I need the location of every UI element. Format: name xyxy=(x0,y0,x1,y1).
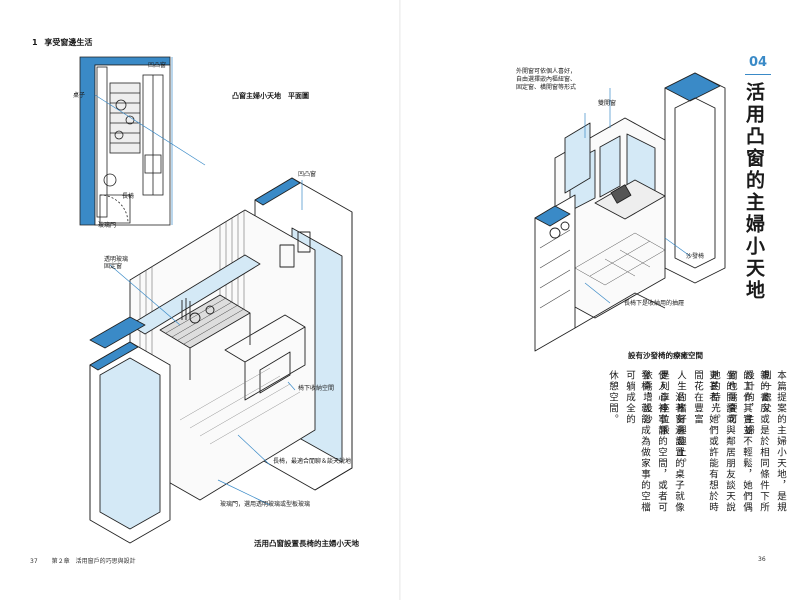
body-col-2: 親的書房或是於相同條件下所設計的，主婦 xyxy=(743,370,769,513)
left-page-number: 37 xyxy=(30,558,38,565)
right-label-bay-window: 雙開窗 xyxy=(598,100,617,107)
book-gutter xyxy=(399,0,401,600)
iso-label-glass-door-note: 玻璃門，選用透明玻璃或型板玻璃 xyxy=(220,501,311,508)
chapter-header: 1 享受窗邊生活 xyxy=(32,37,92,48)
body-col-4: 坐的閱讀或與鄰居朋友談天說地的時光。 xyxy=(709,370,735,513)
right-label-drawer-note: 長椅下是收納用的抽屜 xyxy=(624,300,685,307)
chapter-header-title: 享受窗邊生活 xyxy=(44,38,93,47)
right-page-number: 36 xyxy=(758,556,766,563)
body-col-3: 的工作其實並不輕鬆，她們偶爾也需要可 xyxy=(726,370,752,513)
plan-label-bench: 長椅 xyxy=(122,193,135,200)
iso-label-bay-window: 凹凸窗 xyxy=(298,171,317,178)
iso-label-bench-note: 長椅，最適合閒聊＆談天說地 xyxy=(273,458,352,465)
body-col-7: 沿著窗邊設置的桌子就像是列車座位般 xyxy=(658,370,684,513)
body-col-5: 更甚者，她們或許能有想於時間花在豐富 xyxy=(692,370,718,513)
plan-label-bay-window: 凹凸窗 xyxy=(148,62,167,69)
left-page: 1 享受窗邊生活 xyxy=(32,37,92,48)
body-col-1: 本篇提案的主婦小天地，是規劃一處父 xyxy=(760,370,786,513)
left-caption: 活用凸窗設置長椅的主婦小天地 xyxy=(254,539,359,548)
body-col-9: 發椅，就能成為做家事的空檔可躺成全的 xyxy=(624,370,650,513)
left-footer-chapter: 第２章 活用窗戶的巧思與設計 xyxy=(51,558,136,565)
plan-label-table: 桌子 xyxy=(73,92,86,99)
section-title: 活用凸窗的主婦小天地 xyxy=(743,82,765,302)
right-label-sofa-bench: 沙發椅 xyxy=(686,253,705,260)
right-label-openable-note: 外開窗可依個人喜好， 自由選擇嵌內樞紐窗、 固定窗、橫開窗等形式 xyxy=(516,68,577,92)
floor-plan-drawing xyxy=(79,56,206,226)
iso-label-under-storage: 椅下收納空間 xyxy=(298,385,335,392)
right-caption: 設有沙發椅的療癒空間 xyxy=(628,351,703,360)
left-footer: 37 第２章 活用窗戶的巧思與設計 xyxy=(30,556,136,565)
body-col-10: 休憩空間。 xyxy=(607,370,618,425)
body-col-8: 使人心神寧靜的空間，或者可依需增設沙 xyxy=(641,370,667,513)
section-number: 04 xyxy=(748,55,768,70)
iso-label-fixed-glass: 透明玻璃 固定窗 xyxy=(104,256,129,271)
isometric-drawing-right xyxy=(534,72,726,352)
plan-label-glass-door: 玻璃門 xyxy=(98,222,117,229)
isometric-drawing-left xyxy=(89,177,353,544)
body-col-6: 人生的嗜好興趣上。 xyxy=(675,370,686,469)
plan-title: 凸窗主婦小天地 平面圖 xyxy=(232,92,309,100)
section-rule xyxy=(745,74,771,75)
chapter-number: 1 xyxy=(32,38,38,47)
